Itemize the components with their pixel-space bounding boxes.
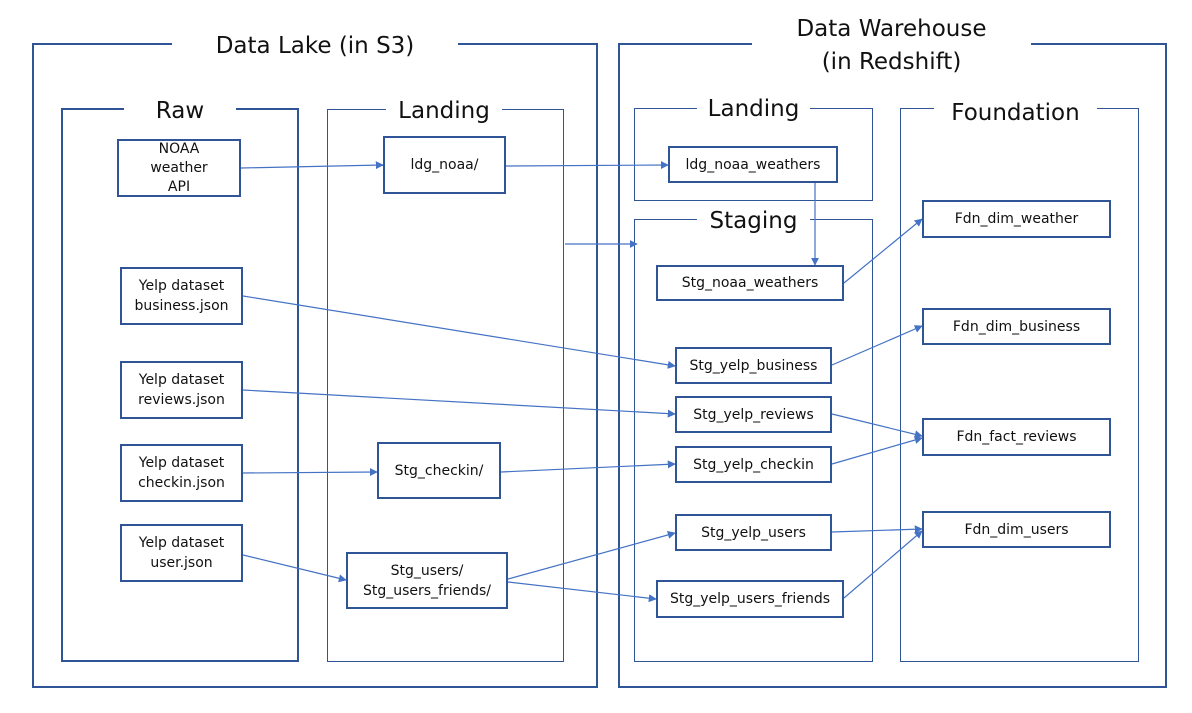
node-noaa-weather-api: NOAA weather API	[117, 139, 241, 197]
data-warehouse-title: Data Warehouse (in Redshift)	[752, 13, 1031, 79]
node-stg-yelp-users-friends: Stg_yelp_users_friends	[656, 580, 844, 618]
node-stg-noaa-weathers: Stg_noaa_weathers	[656, 265, 844, 301]
raw-title: Raw	[124, 96, 236, 126]
arrow-stg-users-to-fdn-users	[831, 525, 923, 534]
lake-landing-title: Landing	[386, 96, 502, 126]
foundation-title: Foundation	[934, 98, 1097, 128]
node-ldg-noaa: ldg_noaa/	[383, 136, 506, 194]
staging-title: Staging	[697, 206, 810, 236]
node-yelp-user-json: Yelp dataset user.json	[120, 524, 243, 582]
data-lake-title: Data Lake (in S3)	[172, 30, 458, 62]
arrow-stg-users-to-stg-yelp-users	[507, 531, 676, 580]
node-stg-yelp-business: Stg_yelp_business	[675, 347, 832, 384]
arrow-stg-users-to-stg-users-friends	[507, 581, 657, 603]
arrow-business-json-to-stg-business	[242, 295, 676, 369]
node-stg-yelp-checkin: Stg_yelp_checkin	[675, 446, 832, 483]
arrow-stg-checkin-dir-to-stg-yelp-checkin	[500, 460, 676, 473]
arrow-checkin-json-to-stg-checkin	[242, 468, 378, 477]
arrow-stg-checkin-to-fdn-fact	[831, 436, 923, 465]
node-stg-yelp-users: Stg_yelp_users	[675, 514, 832, 551]
node-stg-checkin-dir: Stg_checkin/	[377, 442, 501, 499]
node-ldg-noaa-weathers: ldg_noaa_weathers	[668, 146, 838, 183]
arrow-reviews-json-to-stg-reviews	[242, 389, 676, 418]
arrow-stg-business-to-fdn-business	[831, 325, 923, 366]
arrow-noaa-api-to-ldg-noaa	[240, 161, 384, 170]
arrow-user-json-to-stg-users	[242, 554, 347, 583]
arrow-stg-reviews-to-fdn-fact	[831, 413, 923, 439]
arrow-stg-users-friends-to-fdn-users	[843, 530, 923, 599]
node-fdn-dim-weather: Fdn_dim_weather	[922, 200, 1111, 238]
dw-landing-title: Landing	[697, 94, 810, 124]
node-stg-users-dir: Stg_users/ Stg_users_friends/	[346, 552, 508, 609]
node-yelp-business-json: Yelp dataset business.json	[120, 267, 243, 325]
node-yelp-reviews-json: Yelp dataset reviews.json	[120, 361, 243, 419]
node-fdn-dim-business: Fdn_dim_business	[922, 308, 1111, 345]
node-fdn-dim-users: Fdn_dim_users	[922, 511, 1111, 548]
arrow-ldg-noaa-to-ldg-noaa-weathers	[505, 161, 669, 170]
node-stg-yelp-reviews: Stg_yelp_reviews	[675, 396, 832, 433]
arrow-stg-weathers-to-fdn-weather	[843, 218, 923, 284]
node-yelp-checkin-json: Yelp dataset checkin.json	[120, 444, 243, 502]
node-fdn-fact-reviews: Fdn_fact_reviews	[922, 418, 1111, 456]
